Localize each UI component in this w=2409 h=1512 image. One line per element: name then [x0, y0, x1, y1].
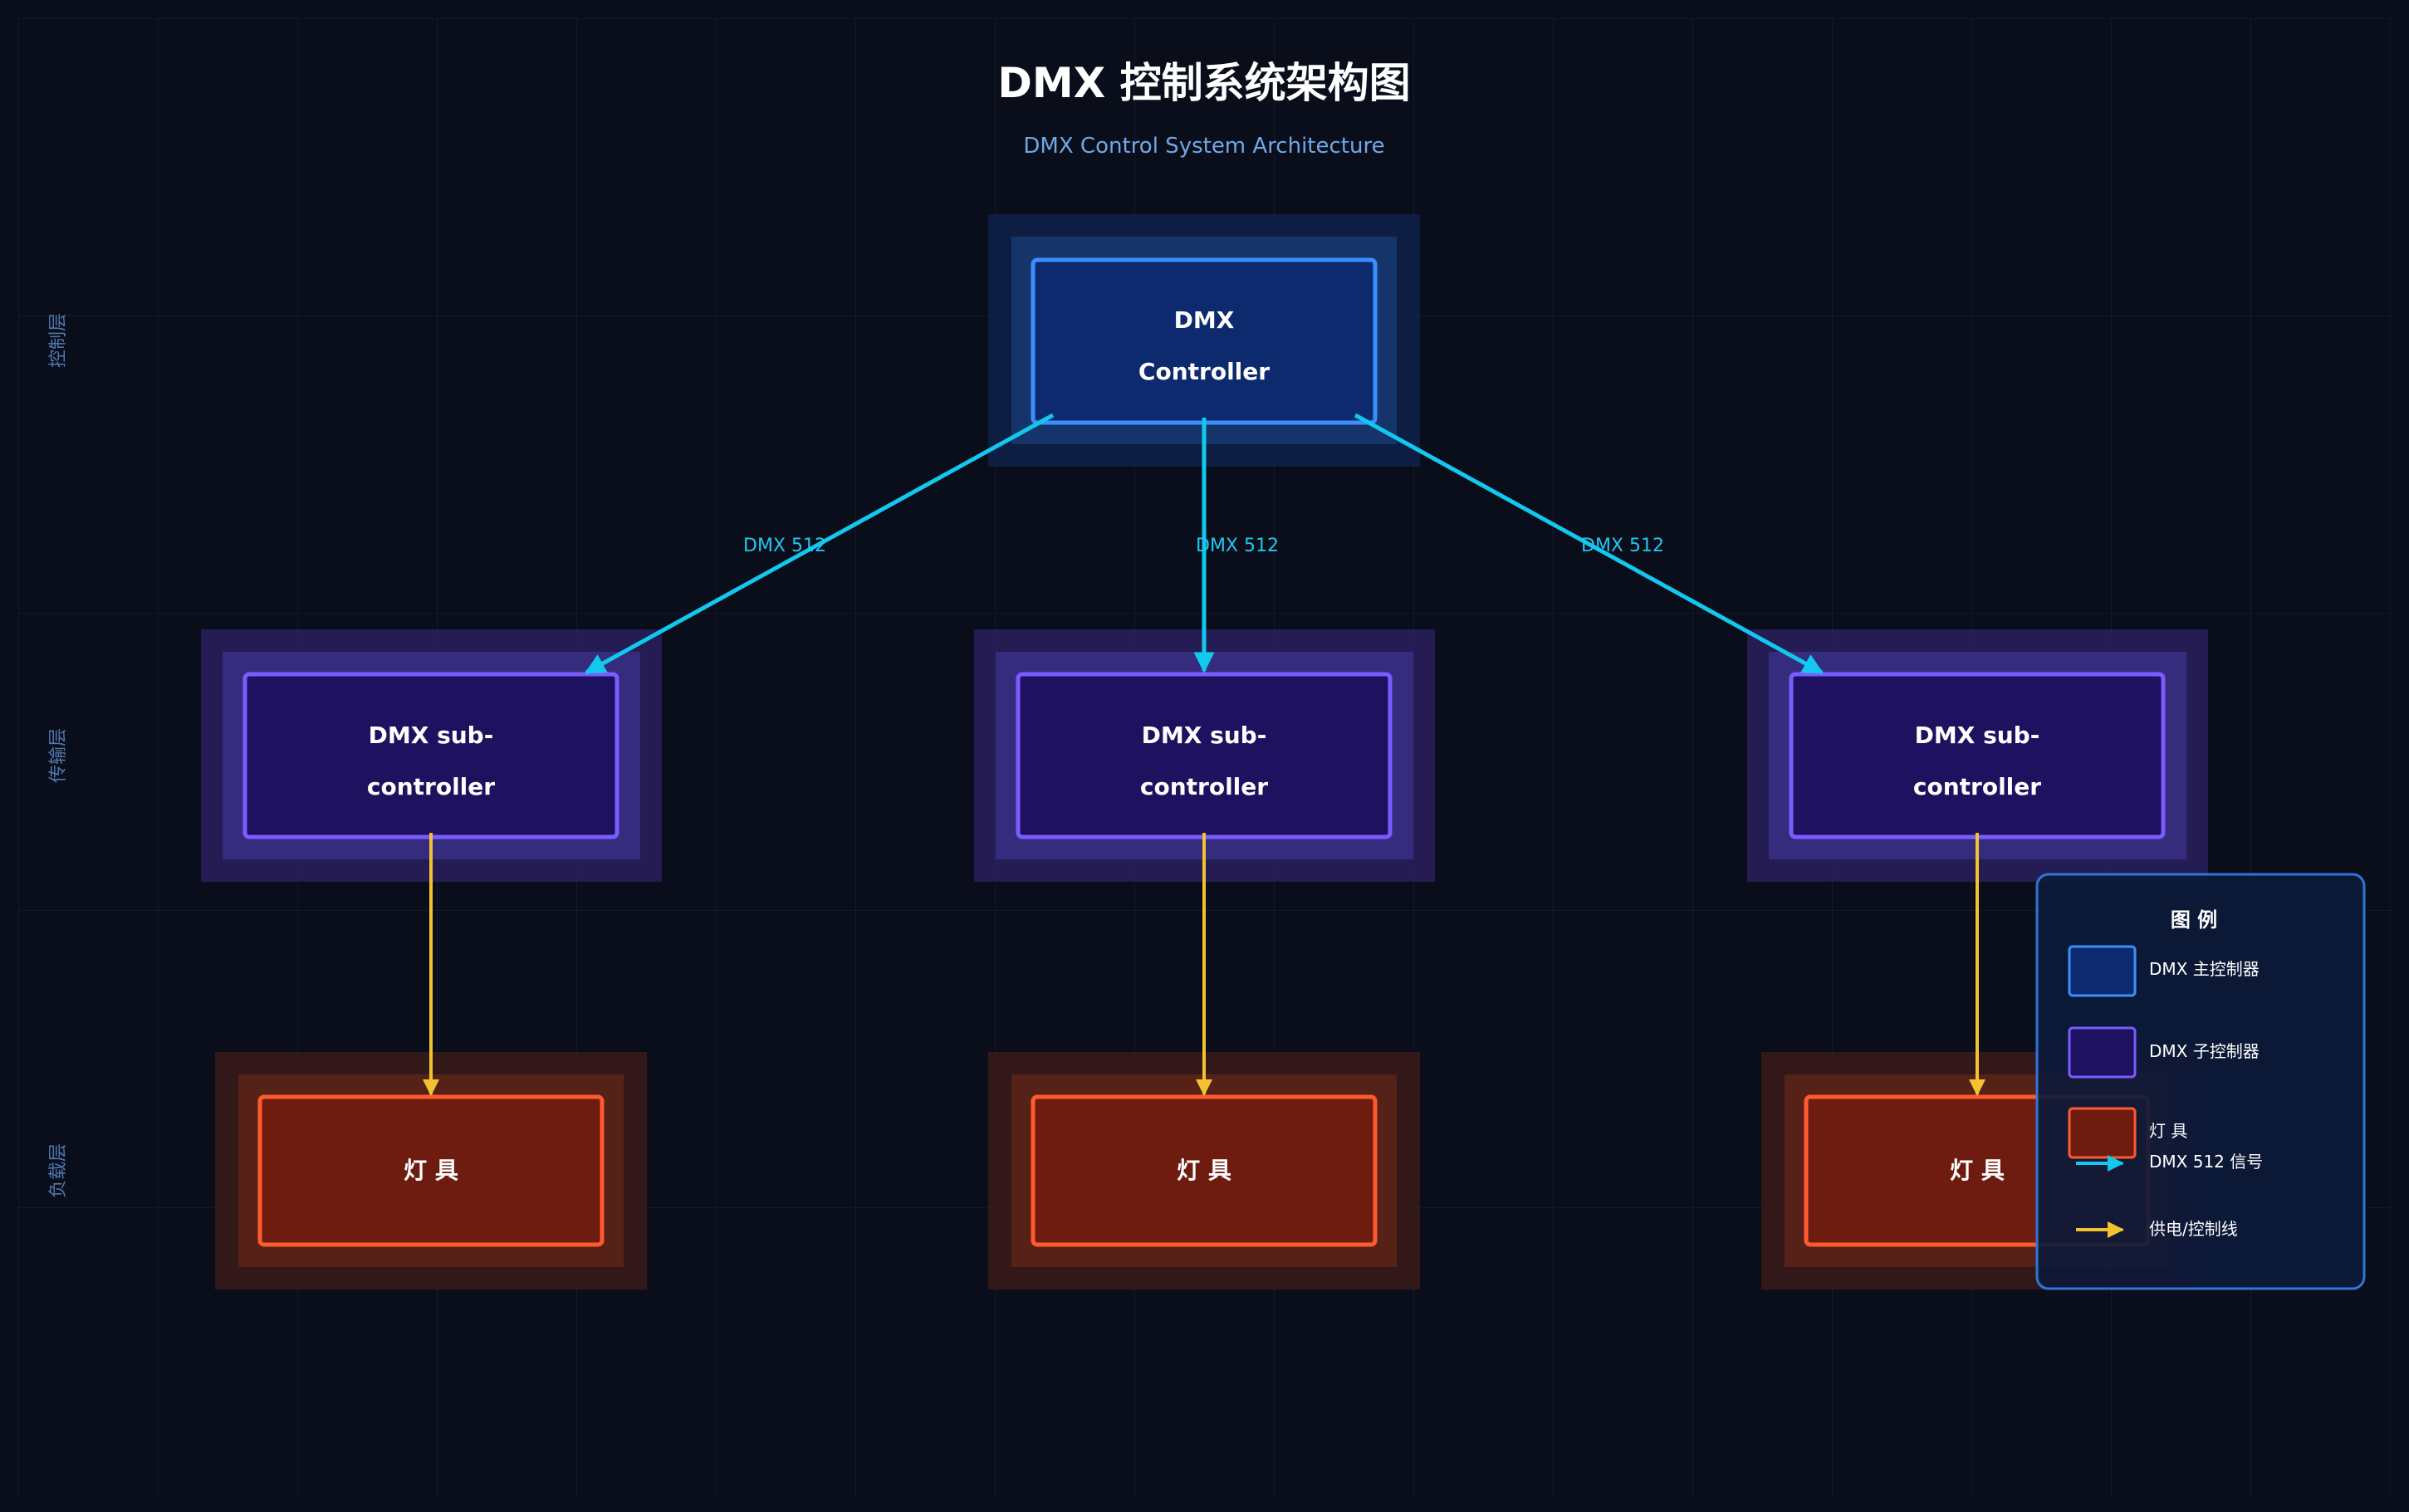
sub-controller-3-label-line2: controller: [1913, 773, 2041, 800]
fixture-1-label: 灯 具: [404, 1157, 458, 1184]
edge-dmx-label-3: DMX 512: [1581, 536, 1664, 556]
node-dmx-sub-controller-3: DMX sub- controller: [1747, 629, 2208, 882]
legend-title: 图 例: [2171, 908, 2217, 932]
sub-controller-2-label-line1: DMX sub-: [1142, 722, 1267, 749]
legend-swatch-main-controller: [2068, 945, 2137, 997]
edge-dmx-signal-3: [1354, 413, 1824, 675]
layer-label-control: 控制层: [48, 313, 69, 368]
diagram-title: DMX 控制系统架构图: [997, 59, 1410, 107]
edge-dmx-signal-1: [584, 413, 1055, 675]
legend-swatch-fixture: [2068, 1107, 2137, 1159]
legend-label-fixture: 灯 具: [2149, 1121, 2187, 1141]
node-fixture-1: 灯 具: [215, 1052, 647, 1289]
controller-label-line1: DMX: [1174, 306, 1235, 334]
edge-dmx-label-1: DMX 512: [743, 536, 826, 556]
legend: 图 例 DMX 主控制器 DMX 子控制器 灯 具 DMX 512 信号 供电/…: [2035, 873, 2366, 1290]
legend-label-power-line: 供电/控制线: [2149, 1219, 2238, 1239]
legend-swatch-sub-controller: [2068, 1026, 2137, 1079]
legend-label-main-controller: DMX 主控制器: [2149, 959, 2260, 979]
layer-label-load: 负载层: [48, 1143, 69, 1198]
diagram-subtitle: DMX Control System Architecture: [1023, 134, 1384, 159]
sub-controller-1-label-line1: DMX sub-: [369, 722, 494, 749]
legend-label-sub-controller: DMX 子控制器: [2149, 1041, 2260, 1061]
edge-dmx-label-2: DMX 512: [1196, 536, 1279, 556]
legend-label-dmx-signal: DMX 512 信号: [2149, 1152, 2263, 1172]
sub-controller-1-label-line2: controller: [367, 773, 495, 800]
sub-controller-2-label-line2: controller: [1140, 773, 1268, 800]
layer-label-transmission: 传输层: [48, 728, 69, 783]
fixture-2-label: 灯 具: [1177, 1157, 1231, 1184]
sub-controller-3-label-line1: DMX sub-: [1915, 722, 2040, 749]
fixture-3-label: 灯 具: [1950, 1157, 2005, 1184]
controller-label-line2: Controller: [1138, 358, 1270, 385]
node-dmx-controller: DMX Controller: [988, 214, 1420, 467]
